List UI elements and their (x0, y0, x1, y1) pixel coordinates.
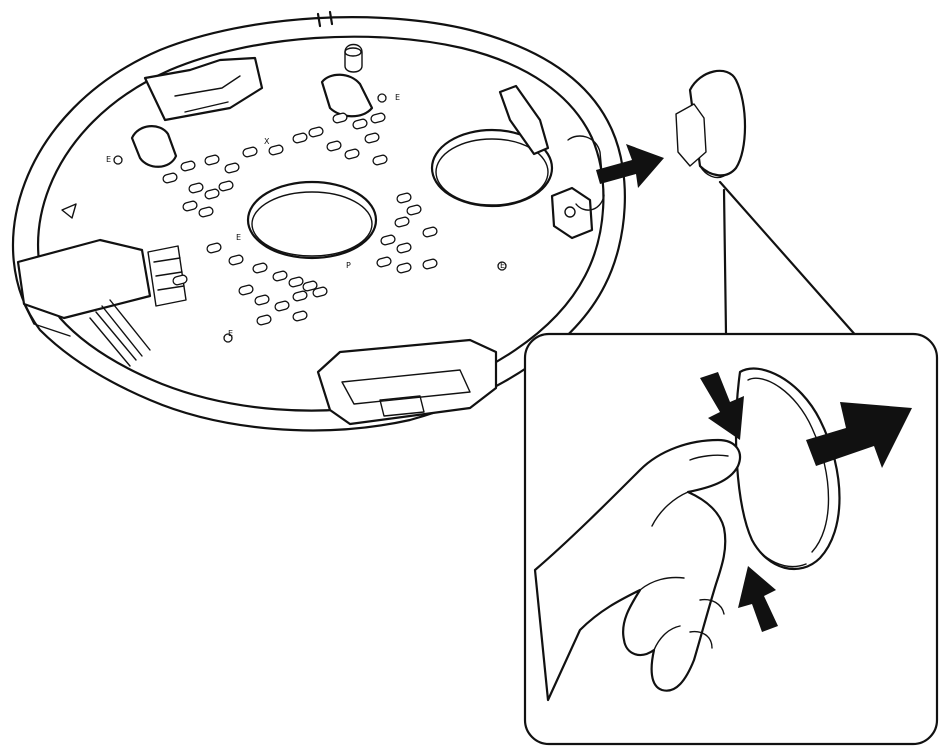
circuit-pad (292, 290, 308, 302)
left-tab (130, 125, 178, 168)
right-hole-inner (435, 138, 549, 206)
circuit-pad (224, 162, 240, 174)
hand (533, 438, 742, 702)
silk-comp-label-3: P (346, 261, 351, 270)
silk-comp-label-2: E (236, 233, 241, 242)
detail-cap-rim (751, 539, 807, 568)
circuit-pad (272, 270, 288, 282)
silk-label-3: E (500, 261, 505, 270)
pull-direction-arrow (806, 402, 912, 468)
right-side-clip (550, 186, 594, 240)
circuit-pad (352, 118, 368, 130)
bottom-clip-latch (379, 395, 425, 417)
detail-cap-face (734, 367, 841, 571)
circuit-pad (302, 280, 318, 292)
center-hole-inner (251, 191, 373, 257)
circuit-pad (180, 160, 196, 172)
circuit-pad (406, 204, 422, 216)
circuit-pad (396, 262, 412, 274)
circuit-pad (254, 294, 270, 306)
circuit-pad (242, 146, 258, 158)
circuit-pad (288, 276, 304, 288)
hand-knuckles (689, 598, 725, 649)
callout-line-left (722, 188, 728, 336)
cap-edge (699, 165, 725, 179)
silk-comp-label-1: X (264, 137, 270, 146)
remove-direction-arrow (596, 144, 664, 188)
cap-latch (675, 103, 707, 167)
circuit-pad (380, 234, 396, 246)
right-bracket (498, 84, 550, 156)
mounting-hole-mark (377, 93, 387, 103)
circuit-pad (372, 154, 388, 166)
silk-label-1: E (106, 155, 111, 164)
mounting-hole-mark (223, 333, 233, 343)
right-side-screw (564, 206, 576, 218)
circuit-components (113, 93, 507, 343)
top-clip-detail (174, 75, 241, 113)
circuit-pad (268, 144, 284, 156)
circuit-pad (394, 216, 410, 228)
rim-notch (316, 10, 334, 28)
circuit-pad (376, 256, 392, 268)
circuit-pad (396, 242, 412, 254)
center-clip (320, 73, 374, 118)
circuit-pad (172, 274, 188, 286)
circuit-pad (422, 226, 438, 238)
right-hole (430, 128, 554, 208)
detail-cap-inner (747, 377, 830, 553)
callout-line-right (718, 180, 860, 340)
left-connector-edge (23, 303, 71, 337)
detail-callout (523, 332, 939, 746)
mounting-hole-mark (497, 261, 507, 271)
center-hole (246, 180, 378, 260)
circuit-pad (204, 188, 220, 200)
silkscreen-lines (89, 299, 151, 367)
mounting-hole-mark (113, 155, 123, 165)
circuit-pad (198, 206, 214, 218)
circuit-pad (422, 258, 438, 270)
silk-label-4: E (395, 93, 400, 102)
cable-connector-pins (153, 257, 185, 291)
circuit-pad (238, 284, 254, 296)
removed-cap (675, 69, 747, 179)
circuit-pad (252, 262, 268, 274)
bottom-clip-slot (341, 369, 471, 405)
circuit-pad (188, 182, 204, 194)
top-clip (143, 56, 264, 122)
circuit-pad (204, 154, 220, 166)
screw-post (344, 43, 363, 73)
circuit-pad (162, 172, 178, 184)
screw-post-top (344, 47, 362, 57)
circuit-pad (308, 126, 324, 138)
circuit-pad (218, 180, 234, 192)
circuit-pad (228, 254, 244, 266)
circuit-pad (344, 148, 360, 160)
circuit-pad (332, 112, 348, 124)
squeeze-arrow-bottom (738, 566, 778, 632)
warning-triangle-icon (61, 203, 77, 219)
circuit-pad (370, 112, 386, 124)
circuit-pad (292, 310, 308, 322)
circuit-pad (292, 132, 308, 144)
mounting-plate: E E E E X E P (11, 10, 626, 432)
circuit-pad (312, 286, 328, 298)
hand-finger-lines (639, 454, 729, 651)
circuit-pad (274, 300, 290, 312)
circuit-pad (396, 192, 412, 204)
silk-label-2: E (228, 329, 233, 338)
squeeze-arrow-top (700, 372, 744, 440)
circuit-pad (256, 314, 272, 326)
circuit-pad (364, 132, 380, 144)
circuit-pad (326, 140, 342, 152)
circuit-pad (206, 242, 222, 254)
circuit-pad (182, 200, 198, 212)
